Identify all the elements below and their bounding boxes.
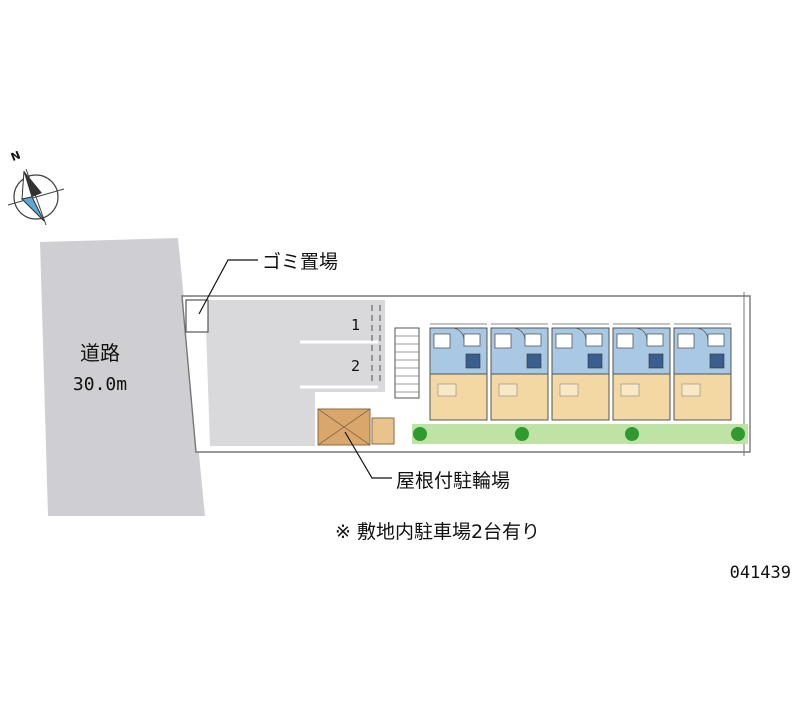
garden-strip [412,424,748,444]
unit-living-room [429,373,488,421]
unit-bath [677,333,695,349]
unit-kitchen [648,353,664,369]
unit-door-swing [512,327,526,341]
unit-bath [433,333,451,349]
unit-kitchen [526,353,542,369]
road-width: 30.0m [73,374,127,395]
hedge-row [413,427,745,441]
bike-shelter-cross [317,408,371,446]
unit-bed [498,383,518,397]
road-area [40,238,205,516]
unit-living-room [490,373,549,421]
unit-door-swing [695,327,709,341]
unit-bed [437,383,457,397]
driveway-paving [205,300,385,446]
unit-bath [555,333,573,349]
unit-toilet [585,333,603,347]
unit-bed [559,383,579,397]
north-label: N [9,148,22,164]
unit-living-room [673,373,732,421]
unit-bed [620,383,640,397]
unit-kitchen [465,353,481,369]
unit-toilet [646,333,664,347]
unit-bath [494,333,512,349]
unit-door-swing [451,327,465,341]
unit-kitchen [587,353,603,369]
unit-door-swing [573,327,587,341]
unit-toilet [707,333,725,347]
property-code: 041439 [730,563,791,583]
parking-lines [300,340,378,389]
unit-toilet [524,333,542,347]
unit-kitchen [709,353,725,369]
unit-door-swing [634,327,648,341]
unit-living-room [551,373,610,421]
road-name: 道路 [80,341,120,365]
unit-toilet [463,333,481,347]
bike-shelter-label: 屋根付駐輪場 [396,470,510,492]
apartment-building [429,323,732,421]
garbage-leader [198,259,258,315]
bike-rack [371,417,395,445]
unit-bath [616,333,634,349]
bike-leader [344,431,392,479]
garbage-label: ゴミ置場 [262,251,338,273]
parking-space-1: 1 [351,316,360,334]
parking-dashes [371,305,381,385]
unit-bed [681,383,701,397]
garbage-enclosure [185,299,209,333]
parking-space-2: 2 [351,357,360,375]
unit-living-room [612,373,671,421]
parking-note: ※ 敷地内駐車場2台有り [335,521,540,543]
compass-rose-icon [7,168,65,226]
staircase [394,327,420,399]
